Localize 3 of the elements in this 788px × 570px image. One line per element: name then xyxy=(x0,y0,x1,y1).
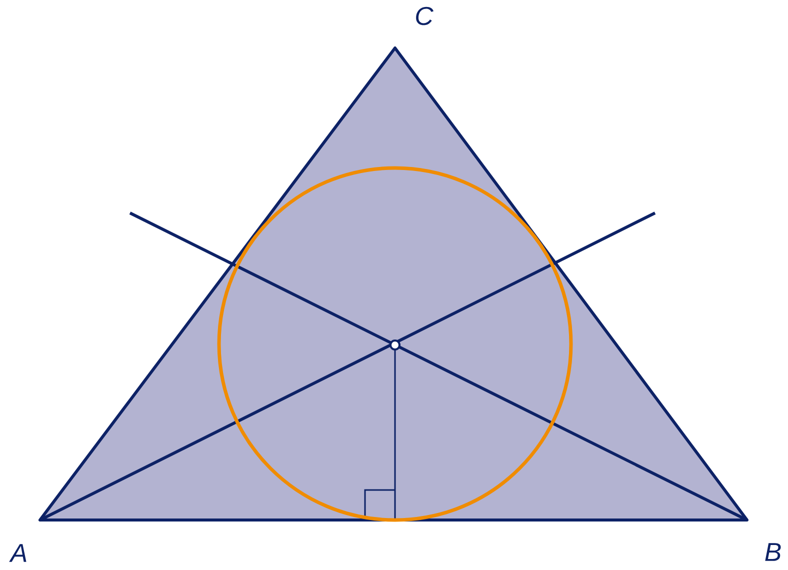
vertex-label: A xyxy=(9,544,26,562)
vertex-label: C xyxy=(416,6,434,26)
vertex-label: B xyxy=(765,543,781,561)
